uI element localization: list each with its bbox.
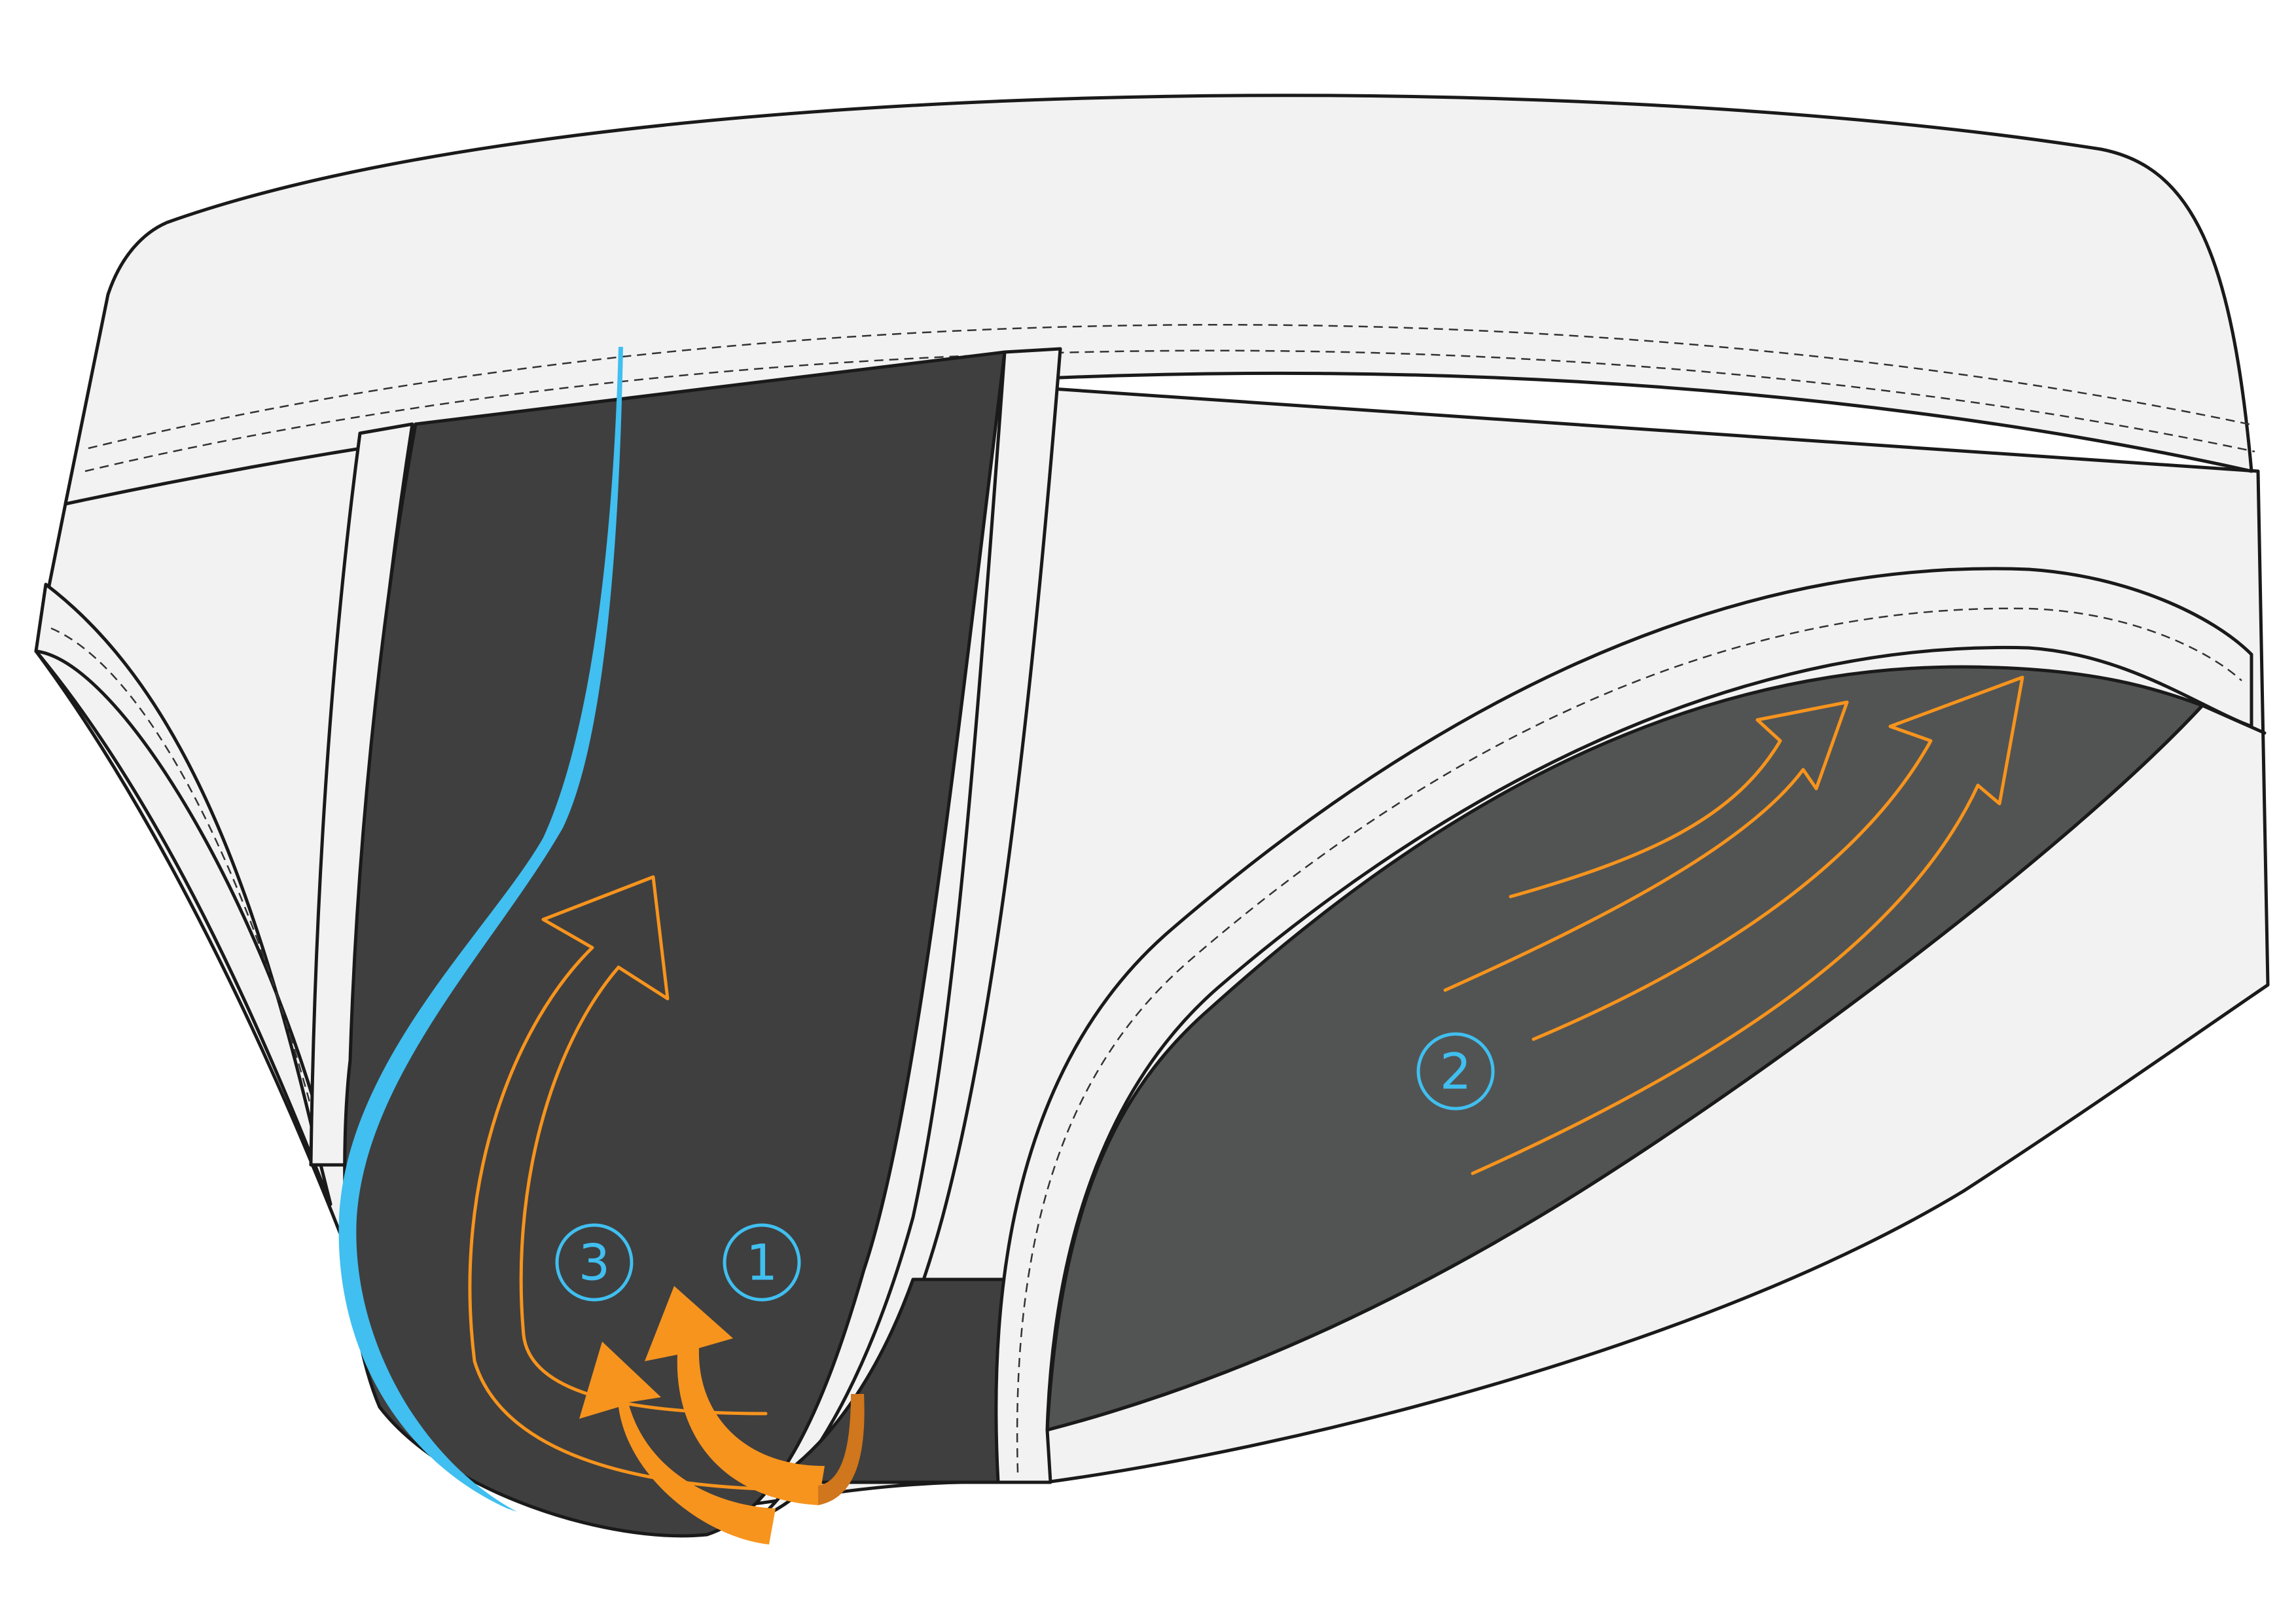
badge-3-circle bbox=[555, 1223, 634, 1302]
badge-2: 2 bbox=[1416, 1032, 1495, 1111]
waistband-stitch-lower bbox=[84, 349, 2255, 473]
right-leg-binding-stitch bbox=[1016, 607, 2242, 1473]
badge-1-label: 1 bbox=[746, 1234, 778, 1292]
left-leg-binding bbox=[34, 582, 332, 1206]
crotch-airflow-arrow-1 bbox=[645, 1286, 825, 1505]
pouch-flow-arrow-outer bbox=[468, 875, 846, 1491]
front-pouch-panel bbox=[343, 350, 1007, 1538]
left-leg-binding-stitch bbox=[50, 627, 321, 1139]
badge-3-label: 3 bbox=[579, 1234, 610, 1292]
badge-1-circle bbox=[723, 1223, 801, 1302]
badge-2-circle bbox=[1416, 1032, 1495, 1111]
badge-3: 3 bbox=[555, 1223, 634, 1302]
pouch-seam-highlight bbox=[338, 347, 623, 1512]
badge-1: 1 bbox=[723, 1223, 801, 1302]
right-leg-binding-inner bbox=[1045, 704, 2267, 1432]
right-leg-binding bbox=[994, 567, 2253, 1484]
crotch-airflow-arrow-shadow bbox=[818, 1394, 865, 1505]
crotch-airflow-arrow-2 bbox=[579, 1342, 776, 1544]
badge-2-label: 2 bbox=[1440, 1043, 1471, 1101]
gusset-flow-arrow-long bbox=[1471, 675, 2024, 1175]
gusset-flow-arrow-short bbox=[1443, 700, 1849, 992]
waistband-stitch-upper bbox=[88, 324, 2255, 450]
